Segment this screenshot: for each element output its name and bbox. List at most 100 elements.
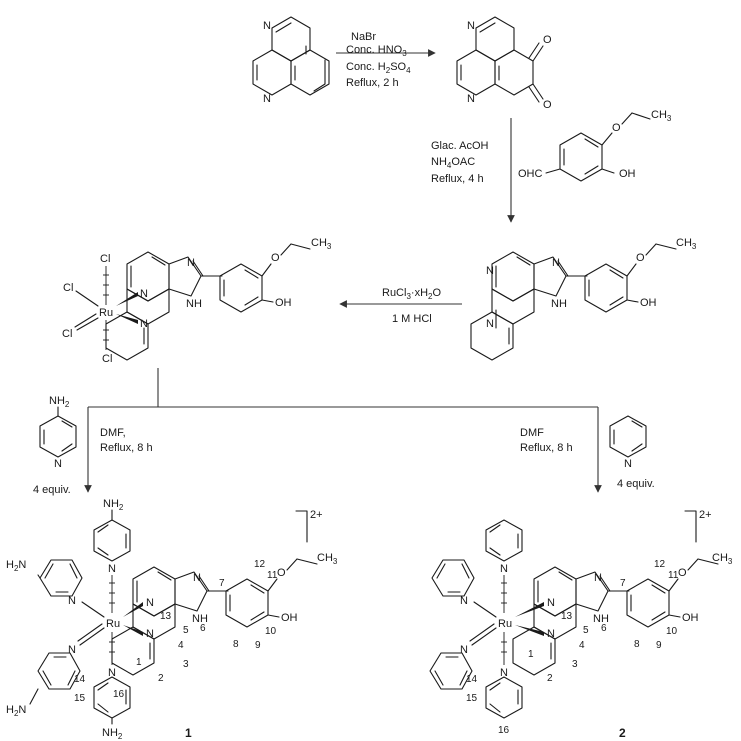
step1-reagents: NaBr Conc. HNO3 Conc. H2SO4 Reflux, 2 h <box>346 31 411 89</box>
branch-left-reagents: DMF, Reflux, 8 h <box>100 427 153 454</box>
svg-text:Ru: Ru <box>498 618 512 630</box>
svg-text:Reflux, 8 h: Reflux, 8 h <box>100 442 153 454</box>
svg-text:OH: OH <box>275 297 292 309</box>
svg-text:N: N <box>594 572 602 584</box>
svg-text:16: 16 <box>113 689 125 700</box>
svg-text:1: 1 <box>528 649 534 660</box>
svg-text:15: 15 <box>466 693 478 704</box>
svg-text:OHC: OHC <box>518 168 543 180</box>
svg-text:N: N <box>552 257 560 269</box>
phen-n-top: N <box>263 20 271 32</box>
svg-text:N: N <box>500 563 508 575</box>
branch-arrows <box>84 368 602 493</box>
svg-text:OH: OH <box>682 612 699 624</box>
svg-text:Reflux, 8 h: Reflux, 8 h <box>520 442 573 454</box>
svg-text:N: N <box>108 563 116 575</box>
svg-text:Cl: Cl <box>102 353 112 365</box>
svg-text:N: N <box>467 93 475 105</box>
svg-text:8: 8 <box>634 639 640 650</box>
aldehyde-structure: O OH OHC CH3 <box>518 109 672 182</box>
svg-text:O: O <box>543 34 552 46</box>
svg-text:8: 8 <box>233 639 239 650</box>
svg-text:NH2: NH2 <box>102 727 123 741</box>
svg-text:OH: OH <box>619 168 636 180</box>
svg-text:CH3: CH3 <box>317 552 338 566</box>
svg-text:4 equiv.: 4 equiv. <box>33 484 71 496</box>
svg-text:N: N <box>193 572 201 584</box>
svg-text:NH2: NH2 <box>103 498 124 512</box>
svg-text:12: 12 <box>254 559 266 570</box>
svg-text:N: N <box>68 595 76 607</box>
svg-text:NH: NH <box>186 298 202 310</box>
svg-text:H2N: H2N <box>6 559 26 573</box>
svg-text:RuCl3·xH2O: RuCl3·xH2O <box>382 287 441 301</box>
svg-text:N: N <box>500 667 508 679</box>
svg-text:16: 16 <box>498 725 510 736</box>
svg-text:7: 7 <box>620 578 626 589</box>
svg-text:4: 4 <box>579 640 585 651</box>
svg-text:NH: NH <box>593 613 609 625</box>
svg-text:13: 13 <box>160 611 172 622</box>
svg-text:N: N <box>547 597 555 609</box>
svg-text:1: 1 <box>136 657 142 668</box>
svg-text:N: N <box>460 644 468 656</box>
svg-text:2+: 2+ <box>310 509 323 521</box>
phenanthroline-structure: N N <box>252 16 330 105</box>
svg-text:CH3: CH3 <box>651 109 672 123</box>
svg-text:NH: NH <box>192 613 208 625</box>
svg-text:9: 9 <box>656 640 662 651</box>
svg-text:O: O <box>678 567 687 579</box>
svg-text:N: N <box>140 288 148 300</box>
step2-reagents: Glac. AcOH NH4OAC Reflux, 4 h <box>431 140 489 185</box>
svg-text:N: N <box>547 628 555 640</box>
svg-text:Conc. HNO3: Conc. HNO3 <box>346 44 407 58</box>
svg-text:NH: NH <box>551 298 567 310</box>
svg-text:OH: OH <box>640 297 657 309</box>
step3-reagents: RuCl3·xH2O 1 M HCl <box>382 287 441 325</box>
svg-text:NH2: NH2 <box>49 395 70 409</box>
svg-text:NaBr: NaBr <box>351 31 376 43</box>
svg-text:1: 1 <box>185 726 192 740</box>
phendione-structure: O O N N <box>456 16 552 111</box>
svg-text:2: 2 <box>619 726 626 740</box>
svg-text:OH: OH <box>281 612 298 624</box>
svg-text:2: 2 <box>158 673 164 684</box>
svg-text:CH3: CH3 <box>311 237 332 251</box>
svg-text:5: 5 <box>583 625 589 636</box>
svg-text:H2N: H2N <box>6 704 26 718</box>
svg-text:O: O <box>543 99 552 111</box>
product-1: O OH CH3 N N N NH Ru N NH2 N H2N <box>6 498 338 741</box>
svg-text:O: O <box>612 122 621 134</box>
svg-text:N: N <box>467 20 475 32</box>
svg-text:CH3: CH3 <box>712 552 733 566</box>
svg-text:N: N <box>146 628 154 640</box>
svg-text:CH3: CH3 <box>676 237 697 251</box>
svg-text:4 equiv.: 4 equiv. <box>617 478 655 490</box>
svg-text:4: 4 <box>178 640 184 651</box>
svg-text:11: 11 <box>267 570 278 581</box>
svg-text:7: 7 <box>219 578 225 589</box>
svg-text:O: O <box>271 252 280 264</box>
product-2: O OH CH3 N N N NH Ru N N N <box>429 509 733 740</box>
svg-text:10: 10 <box>666 626 678 637</box>
svg-text:Ru: Ru <box>106 618 120 630</box>
svg-text:O: O <box>277 567 286 579</box>
svg-text:DMF: DMF <box>520 427 544 439</box>
svg-text:N: N <box>486 265 494 277</box>
svg-text:N: N <box>140 318 148 330</box>
svg-text:N: N <box>68 644 76 656</box>
svg-text:Conc. H2SO4: Conc. H2SO4 <box>346 61 411 75</box>
phen-n-bottom: N <box>263 93 271 105</box>
svg-text:O: O <box>636 252 645 264</box>
svg-text:2: 2 <box>547 673 553 684</box>
svg-text:5: 5 <box>183 625 189 636</box>
svg-text:N: N <box>54 458 62 470</box>
svg-text:DMF,: DMF, <box>100 427 126 439</box>
svg-text:N: N <box>187 257 195 269</box>
svg-text:9: 9 <box>255 640 261 651</box>
svg-text:12: 12 <box>654 559 666 570</box>
svg-text:Cl: Cl <box>62 328 72 340</box>
svg-text:3: 3 <box>183 659 189 670</box>
svg-text:Cl: Cl <box>100 253 110 265</box>
